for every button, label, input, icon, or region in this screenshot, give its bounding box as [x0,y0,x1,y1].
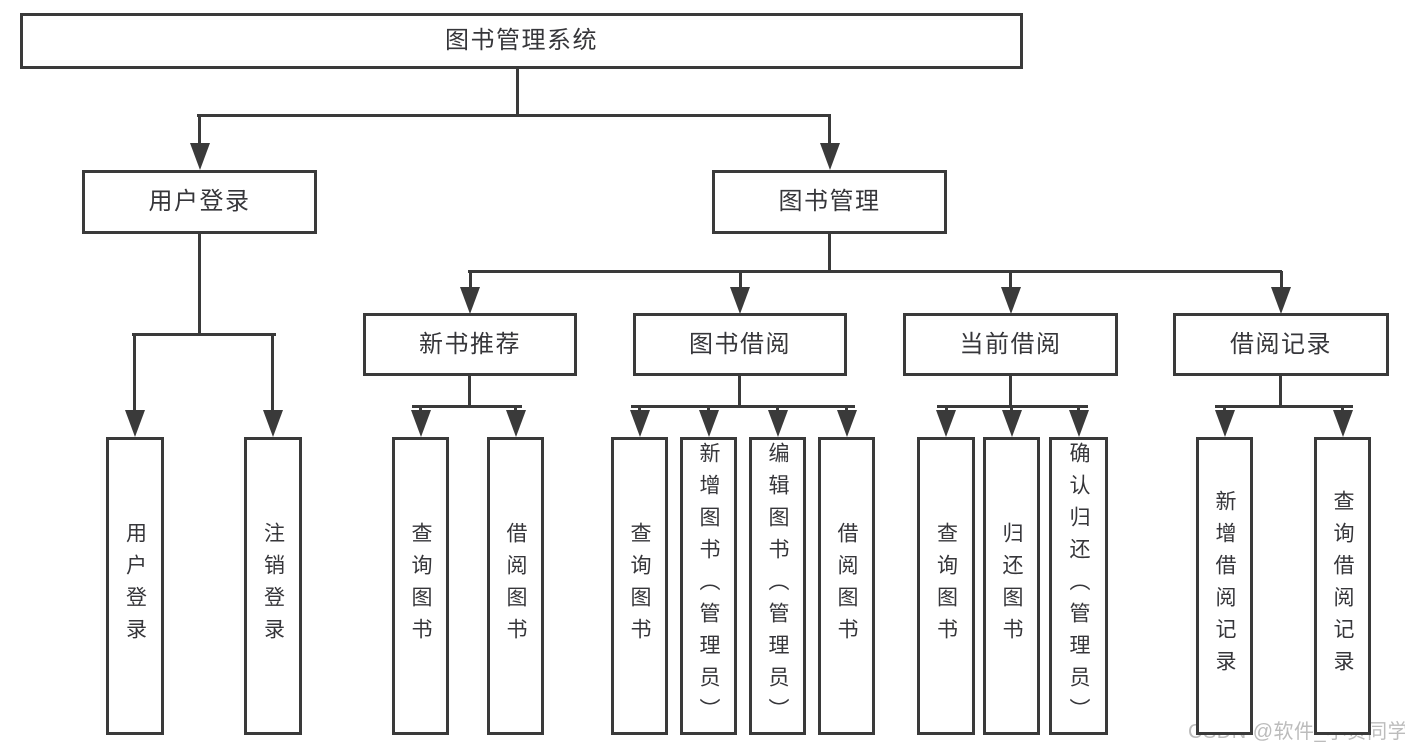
node-label: 新书推荐 [419,330,521,358]
node-leaf-add-books-admin: 新增图书（管理员） [680,437,737,735]
arrowhead-down-icon [819,143,840,170]
node-leaf-borrow-books-borrowing: 借阅图书 [818,437,875,735]
arrow-stem [271,334,274,415]
node-leaf-confirm-return-admin: 确认归还（管理员） [1049,437,1108,735]
connector-line [828,234,831,272]
node-borrowing-records: 借阅记录 [1173,313,1389,376]
arrow-stem [1009,271,1012,292]
arrowhead-down-icon [505,410,526,437]
connector-line [132,333,276,336]
connector-line [631,405,855,408]
connector-line [1009,376,1012,408]
node-label: 用户登录 [123,522,147,650]
arrow-stem [1279,271,1283,292]
connector-line [197,114,831,117]
connector-line [198,234,201,336]
node-book-management: 图书管理 [712,170,947,234]
arrow-stem [198,114,201,148]
node-label: 借阅图书 [504,522,527,650]
node-current-borrowing: 当前借阅 [903,313,1118,376]
arrow-stem [828,114,831,148]
node-label: 借阅记录 [1230,330,1332,358]
node-leaf-edit-books-admin: 编辑图书（管理员） [749,437,806,735]
node-library-system: 图书管理系统 [20,13,1023,69]
arrowhead-down-icon [1214,410,1235,437]
arrow-stem [738,271,742,292]
node-label: 图书借阅 [689,330,791,358]
node-label: 图书管理 [778,188,881,215]
node-leaf-add-borrow-record: 新增借阅记录 [1196,437,1253,735]
node-user-login: 用户登录 [82,170,317,234]
node-label: 查询图书 [934,522,958,650]
arrowhead-down-icon [460,287,480,314]
node-leaf-return-books: 归还图书 [983,437,1040,735]
arrowhead-down-icon [936,410,956,437]
connector-line [1215,405,1353,408]
node-label: 图书管理系统 [445,27,598,54]
node-leaf-logout: 注销登录 [244,437,302,735]
node-label: 查询借阅记录 [1331,490,1354,682]
node-leaf-query-books-recommend: 查询图书 [392,437,449,735]
node-leaf-user-login: 用户登录 [106,437,164,735]
arrowhead-down-icon [1068,410,1089,437]
arrowhead-down-icon [124,410,145,437]
connector-line [738,376,741,408]
node-book-borrowing: 图书借阅 [633,313,847,376]
arrowhead-down-icon [410,410,431,437]
node-label: 新增借阅记录 [1213,490,1236,682]
node-label: 用户登录 [148,188,251,215]
node-new-book-recommend: 新书推荐 [363,313,577,376]
node-label: 编辑图书（管理员） [766,442,789,730]
node-leaf-borrow-books-recommend: 借阅图书 [487,437,544,735]
node-leaf-query-borrow-record: 查询借阅记录 [1314,437,1371,735]
connector-line [468,270,1282,273]
node-label: 确认归还（管理员） [1067,442,1090,730]
connector-line [468,376,471,408]
arrowhead-down-icon [189,143,210,170]
node-label: 归还图书 [1000,522,1023,650]
arrowhead-down-icon [1001,410,1022,437]
node-label: 新增图书（管理员） [697,442,720,730]
arrowhead-down-icon [262,410,283,437]
arrow-stem [133,334,136,415]
arrowhead-down-icon [1332,410,1353,437]
arrowhead-down-icon [1000,287,1021,314]
arrow-stem [468,271,472,292]
node-label: 借阅图书 [835,522,858,650]
connector-line [516,69,519,116]
node-leaf-query-books-current: 查询图书 [917,437,975,735]
arrowhead-down-icon [629,410,650,437]
node-label: 注销登录 [261,522,285,650]
connector-line [412,405,522,408]
connector-line [1279,376,1282,408]
arrowhead-down-icon [836,410,857,437]
node-leaf-query-books-borrowing: 查询图书 [611,437,668,735]
arrowhead-down-icon [767,410,788,437]
node-label: 查询图书 [409,522,432,650]
node-label: 查询图书 [628,522,651,650]
arrowhead-down-icon [1271,287,1291,314]
node-label: 当前借阅 [959,330,1062,358]
arrowhead-down-icon [698,410,719,437]
arrowhead-down-icon [730,287,750,314]
